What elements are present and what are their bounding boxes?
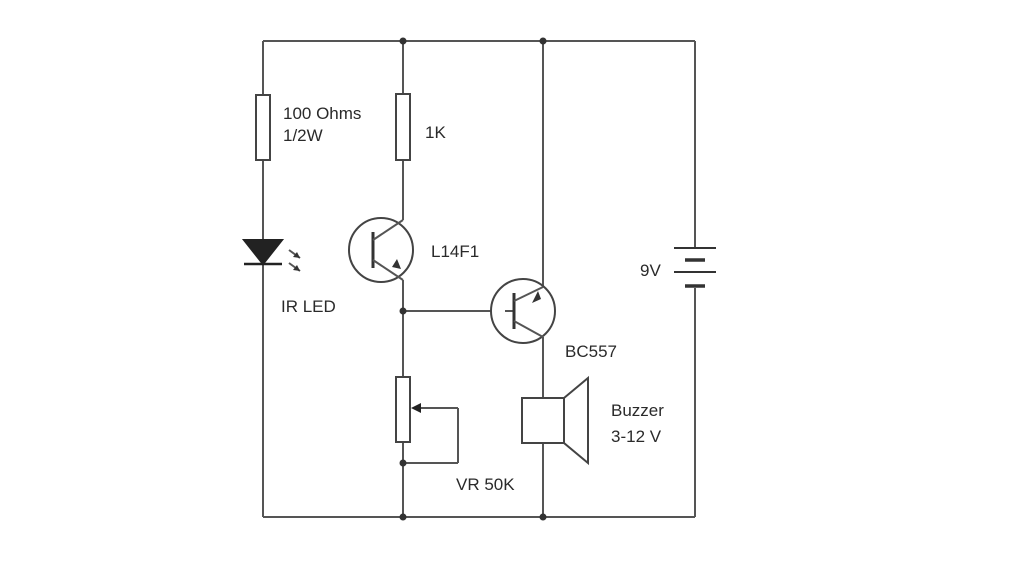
junction-dot: [539, 513, 547, 521]
transistor-label: BC557: [565, 342, 617, 361]
wires: [262, 40, 696, 518]
junction-dot: [399, 513, 407, 521]
resistor-100-ohms: 100 Ohms 1/2W: [255, 94, 361, 161]
resistor-led-value: 100 Ohms: [283, 104, 361, 123]
buzzer-rating: 3-12 V: [611, 427, 662, 446]
ir-led-label: IR LED: [281, 297, 336, 316]
ir-led: IR LED: [241, 239, 336, 316]
resistor-1k: 1K: [395, 93, 446, 161]
potentiometer-vr50k: VR 50K: [395, 376, 515, 494]
buzzer: Buzzer 3-12 V: [521, 375, 664, 466]
battery-label: 9V: [640, 261, 661, 280]
resistor-led-rating: 1/2W: [283, 126, 323, 145]
resistor-pullup-value: 1K: [425, 123, 446, 142]
phototransistor-l14f1: L14F1: [348, 217, 479, 283]
junction-dot: [399, 37, 407, 45]
junction-dot: [399, 307, 407, 315]
transistor-bc557: BC557: [490, 278, 617, 361]
potentiometer-label: VR 50K: [456, 475, 515, 494]
phototransistor-label: L14F1: [431, 242, 479, 261]
junction-dot: [399, 459, 407, 467]
junction-dot: [539, 37, 547, 45]
buzzer-label: Buzzer: [611, 401, 664, 420]
emission-arrows-icon: [288, 249, 301, 272]
battery-9v: 9V: [640, 247, 716, 288]
junction-dots: [399, 37, 547, 521]
